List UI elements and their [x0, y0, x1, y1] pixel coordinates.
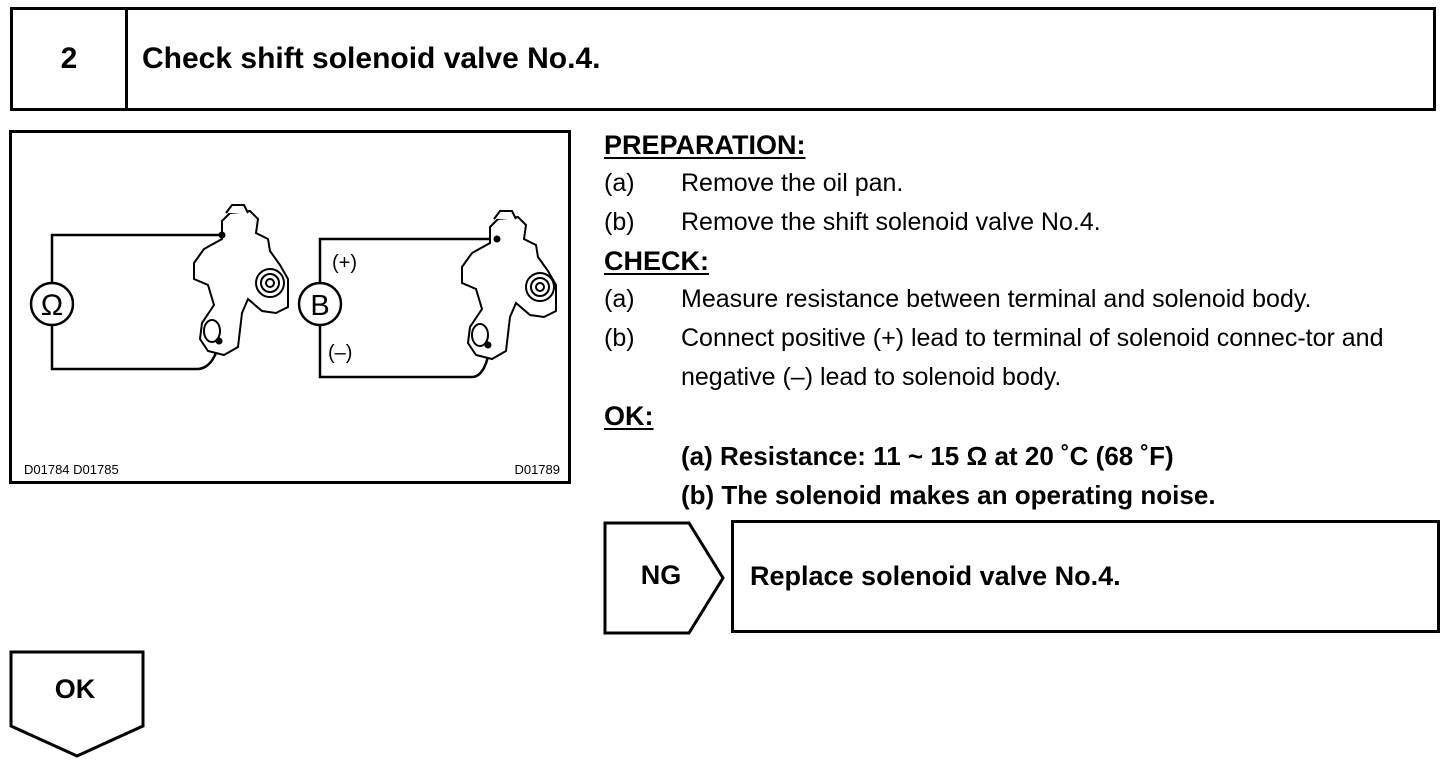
- item-text: Connect positive (+) lead to terminal of…: [681, 324, 1384, 391]
- battery-positive-lead: [318, 237, 497, 283]
- ok-label: OK: [54, 674, 96, 704]
- ng-label: NG: [640, 560, 682, 590]
- procedure-text: PREPARATION: (a) Remove the oil pan. (b)…: [604, 126, 1444, 515]
- body-dot-2: [484, 341, 492, 349]
- step-number: 2: [13, 10, 128, 108]
- terminal-dot-2: [493, 235, 501, 243]
- item-text: Remove the shift solenoid valve No.4.: [681, 208, 1101, 236]
- item-label: (b): [604, 208, 635, 236]
- check-heading: CHECK:: [604, 246, 709, 276]
- item-label: (b): [604, 324, 635, 352]
- solenoid-valve-icon: [193, 204, 289, 357]
- minus-label: (–): [328, 342, 352, 364]
- preparation-heading: PREPARATION:: [604, 130, 806, 160]
- ohmmeter-lower-lead: [50, 325, 222, 371]
- list-item: (b) Remove the shift solenoid valve No.4…: [604, 203, 1444, 242]
- battery-symbol: B: [310, 290, 329, 322]
- wiring-diagram: Ω B (+) (–): [29, 204, 557, 379]
- ng-arrow-tag: [603, 521, 725, 635]
- terminal-dot-1: [218, 231, 226, 239]
- ok-spec-list: (a) Resistance: 11 ~ 15 Ω at 20 ˚C (68 ˚…: [604, 437, 1444, 515]
- ohmmeter-upper-lead: [50, 233, 222, 283]
- ng-action-box: Replace solenoid valve No.4.: [731, 520, 1440, 633]
- list-item: (b) Connect positive (+) lead to termina…: [604, 319, 1444, 397]
- list-item: (a) Measure resistance between terminal …: [604, 280, 1444, 319]
- item-text: Remove the oil pan.: [681, 169, 904, 197]
- item-label: (a): [604, 169, 635, 197]
- ohm-symbol: Ω: [41, 289, 63, 322]
- step-header: 2 Check shift solenoid valve No.4.: [10, 7, 1436, 111]
- battery-icon: [297, 281, 343, 327]
- list-item: (a) Remove the oil pan.: [604, 164, 1444, 203]
- item-text: Measure resistance between terminal and …: [681, 285, 1312, 313]
- step-title: Check shift solenoid valve No.4.: [142, 42, 601, 75]
- item-label: (a): [604, 285, 635, 313]
- ohmmeter-icon: [29, 281, 75, 327]
- spec-resistance: (a) Resistance: 11 ~ 15 Ω at 20 ˚C (68 ˚…: [681, 441, 1174, 471]
- ok-heading: OK:: [604, 401, 654, 431]
- figure-code-right: D01789: [514, 462, 560, 477]
- figure-code-left: D01784 D01785: [24, 462, 119, 477]
- spec-noise: (b) The solenoid makes an operating nois…: [681, 480, 1216, 510]
- body-dot-1: [215, 337, 223, 345]
- solenoid-valve-icon: [461, 210, 557, 361]
- solenoid-test-illustration: Ω B (+) (–) D01784 D01785 D01789: [9, 130, 571, 484]
- plus-label: (+): [332, 252, 357, 274]
- ok-arrow-tag: [9, 650, 145, 758]
